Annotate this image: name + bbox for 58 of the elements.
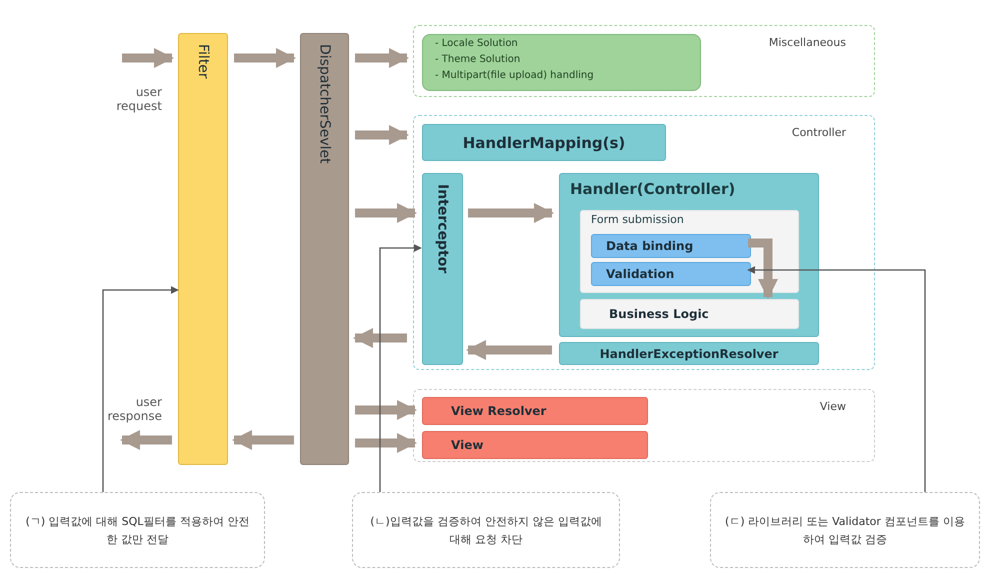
box-label: DispatcherSevlet bbox=[316, 44, 332, 164]
block-arrow bbox=[353, 328, 407, 348]
block-arrow bbox=[355, 433, 417, 453]
block-arrow bbox=[120, 430, 172, 450]
step-box bbox=[591, 262, 751, 286]
process-box bbox=[559, 342, 819, 365]
filter-bar bbox=[178, 33, 228, 465]
box-label: View Resolver bbox=[451, 404, 546, 418]
box-label: Validation bbox=[606, 267, 674, 281]
leader-line bbox=[102, 286, 179, 492]
handler-panel bbox=[559, 173, 819, 337]
note-text: (ㄷ) 라이브러리 또는 Validator 컴포넌트를 이용하여 입력값 검증 bbox=[725, 514, 965, 548]
group-panel bbox=[413, 25, 875, 97]
box-label: Filter bbox=[195, 44, 211, 79]
block-arrow bbox=[232, 430, 294, 450]
group-title: View bbox=[820, 400, 846, 413]
process-bar bbox=[422, 173, 463, 365]
servlet-bar bbox=[300, 33, 349, 465]
block-arrow bbox=[122, 48, 174, 68]
process-box bbox=[580, 299, 799, 329]
box-title: Form submission bbox=[591, 213, 684, 226]
group-panel bbox=[413, 115, 875, 370]
note-text: (ㄱ) 입력값에 대해 SQL필터를 적용하여 안전한 값만 전달 bbox=[25, 514, 250, 548]
process-box bbox=[422, 431, 648, 459]
group-title: Miscellaneous bbox=[768, 36, 846, 49]
list-item: - Theme Solution bbox=[435, 54, 520, 65]
block-arrow bbox=[355, 125, 409, 145]
step-box bbox=[591, 234, 751, 258]
note-box bbox=[710, 492, 980, 568]
block-arrow bbox=[466, 340, 552, 360]
box-label: Interceptor bbox=[434, 184, 450, 274]
leader-line bbox=[379, 244, 422, 492]
block-arrow bbox=[468, 203, 554, 223]
box-label: HandlerMapping(s) bbox=[462, 134, 626, 152]
block-arrow bbox=[748, 238, 778, 299]
block-arrow bbox=[234, 48, 296, 68]
feature-list-box bbox=[422, 34, 701, 91]
box-label: View bbox=[451, 438, 484, 452]
group-title: Controller bbox=[792, 126, 846, 139]
list-item: - Locale Solution bbox=[435, 38, 518, 49]
block-arrow bbox=[355, 400, 417, 420]
note-box bbox=[352, 492, 620, 568]
flow-label: user response bbox=[100, 392, 162, 438]
block-arrow bbox=[355, 203, 417, 223]
form-panel bbox=[580, 210, 799, 293]
process-box bbox=[422, 124, 666, 161]
block-arrow bbox=[355, 48, 409, 68]
flow-label: user request bbox=[115, 86, 162, 114]
process-box bbox=[422, 397, 648, 425]
box-label: Data binding bbox=[606, 239, 694, 253]
group-panel bbox=[413, 389, 875, 462]
box-label: HandlerExceptionResolver bbox=[600, 346, 778, 360]
box-title: Handler(Controller) bbox=[570, 180, 736, 198]
list-item: - Multipart(file upload) handling bbox=[435, 70, 594, 81]
box-label: Business Logic bbox=[609, 307, 709, 321]
note-text: (ㄴ)입력값을 검증하여 안전하지 않은 입력값에 대해 요청 차단 bbox=[369, 514, 603, 548]
note-box bbox=[10, 492, 265, 568]
leader-line bbox=[747, 266, 926, 492]
